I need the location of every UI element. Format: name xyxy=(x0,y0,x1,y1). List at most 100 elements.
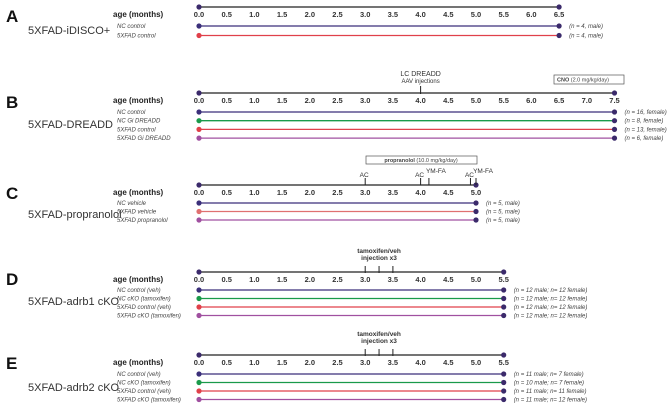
model-name: 5XFAD-adrb1 cKO xyxy=(28,296,120,308)
injection-label-line2: injection x3 xyxy=(361,255,397,262)
cno-drug-name: CNO xyxy=(557,78,570,84)
group-end-dot xyxy=(473,208,479,215)
panel-letter: B xyxy=(6,93,18,112)
group-end-dot xyxy=(611,135,618,141)
tick-label: 0.5 xyxy=(221,96,231,105)
sample-size: (n = 4, male) xyxy=(569,34,603,40)
tick-label: 5.0 xyxy=(471,10,481,19)
group-label: 5XFAD control (veh) xyxy=(117,389,171,395)
tick-label: 0.0 xyxy=(194,10,204,19)
tick-label: 1.5 xyxy=(277,358,287,367)
group-end-dot xyxy=(501,304,507,310)
sample-size: (n = 5, male) xyxy=(486,218,520,224)
group-start-dot xyxy=(196,217,202,223)
axis-label: age (months) xyxy=(113,188,164,197)
propranolol-dose: (10.0 mg/kg/day) xyxy=(415,158,458,164)
injection-label-line2: injection x3 xyxy=(361,338,397,345)
tick-label: 4.0 xyxy=(415,10,425,19)
sample-size: (n = 12 male; n= 12 female) xyxy=(514,305,588,311)
tick-label: 4.5 xyxy=(443,358,453,367)
group-start-dot xyxy=(196,295,202,302)
group-label: NC cKO (tamoxifen) xyxy=(117,297,171,303)
panel-letter: A xyxy=(6,7,18,26)
group-label: NC vehicle xyxy=(117,201,147,207)
test-marker-label: YM-FA xyxy=(473,168,494,175)
group-label: NC control (veh) xyxy=(117,288,161,294)
tick-label: 1.5 xyxy=(277,275,287,284)
panel-letter: E xyxy=(6,354,17,373)
tick-label: 3.5 xyxy=(388,358,398,367)
tick-label: 2.0 xyxy=(305,10,315,19)
group-start-dot xyxy=(196,118,202,124)
tick-label: 1.0 xyxy=(249,275,259,284)
tick-label: 3.0 xyxy=(360,10,370,19)
sample-size: (n = 12 male; n= 12 female) xyxy=(514,314,588,320)
tick-label: 4.5 xyxy=(443,10,453,19)
group-start-dot xyxy=(196,32,202,39)
tick-label: 0.5 xyxy=(221,188,231,197)
cno-dose: (2.0 mg/kg/day) xyxy=(569,78,609,84)
tick-label: 1.0 xyxy=(249,358,259,367)
group-end-dot xyxy=(611,126,618,132)
tick-label: 6.0 xyxy=(526,10,536,19)
tick-label: 6.5 xyxy=(554,96,564,105)
sample-size: (n = 6, female) xyxy=(625,136,664,142)
tick-label: 4.0 xyxy=(415,188,425,197)
group-label: NC Gi DREADD xyxy=(117,119,161,125)
tick-label: 4.5 xyxy=(443,96,453,105)
group-label: NC control (veh) xyxy=(117,372,161,378)
axis-start-dot xyxy=(196,352,202,358)
sample-size: (n = 4, male) xyxy=(569,24,603,30)
group-start-dot xyxy=(196,135,202,141)
tick-label: 5.5 xyxy=(498,358,508,367)
group-label: 5XFAD vehicle xyxy=(117,210,157,216)
axis-label: age (months) xyxy=(113,275,164,284)
group-label: 5XFAD control xyxy=(117,127,156,133)
tick-label: 1.0 xyxy=(249,188,259,197)
group-start-dot xyxy=(196,312,202,319)
cno-box xyxy=(553,74,625,85)
test-marker-label: AC xyxy=(415,172,424,179)
group-end-dot xyxy=(473,217,479,223)
tick-label: 3.5 xyxy=(388,10,398,19)
tick-label: 1.5 xyxy=(277,188,287,197)
annotation-line2: AAV injections xyxy=(401,79,439,85)
group-start-dot xyxy=(196,109,202,115)
group-start-dot xyxy=(196,388,202,394)
tick-label: 7.5 xyxy=(609,96,619,105)
model-name: 5XFAD-adrb2 cKO xyxy=(28,382,120,394)
sample-size: (n = 11 male; n= 7 female) xyxy=(514,372,584,378)
tick-label: 5.5 xyxy=(498,275,508,284)
tick-label: 2.5 xyxy=(332,358,342,367)
tick-label: 2.5 xyxy=(332,188,342,197)
axis-end-dot xyxy=(556,4,562,10)
group-start-dot xyxy=(196,208,202,215)
model-name: 5XFAD-iDISCO+ xyxy=(28,25,110,37)
tick-label: 2.5 xyxy=(332,96,342,105)
tick-label: 4.0 xyxy=(415,275,425,284)
propranolol-drug-name: propranolol xyxy=(384,158,415,164)
tick-label: 2.5 xyxy=(332,275,342,284)
tick-label: 2.0 xyxy=(305,188,315,197)
group-end-dot xyxy=(501,379,507,386)
axis-end-dot xyxy=(611,90,618,96)
tick-label: 0.0 xyxy=(194,96,204,105)
group-label: NC cKO (tamoxifen) xyxy=(117,381,171,387)
annotation-line1: LC DREADD xyxy=(400,71,440,78)
group-end-dot xyxy=(501,287,507,293)
group-end-dot xyxy=(501,388,507,394)
group-label: NC control xyxy=(117,24,146,30)
group-start-dot xyxy=(196,379,202,386)
sample-size: (n = 5, male) xyxy=(486,210,520,216)
tick-label: 3.0 xyxy=(360,275,370,284)
group-end-dot xyxy=(501,396,507,403)
group-start-dot xyxy=(196,304,202,310)
propranolol-box-label: propranolol (10.0 mg/kg/day) xyxy=(384,158,458,164)
group-label: NC control xyxy=(117,110,146,116)
tick-label: 4.0 xyxy=(415,358,425,367)
tick-label: 6.0 xyxy=(526,96,536,105)
group-start-dot xyxy=(196,396,202,403)
group-start-dot xyxy=(196,23,202,29)
tick-label: 3.0 xyxy=(360,188,370,197)
